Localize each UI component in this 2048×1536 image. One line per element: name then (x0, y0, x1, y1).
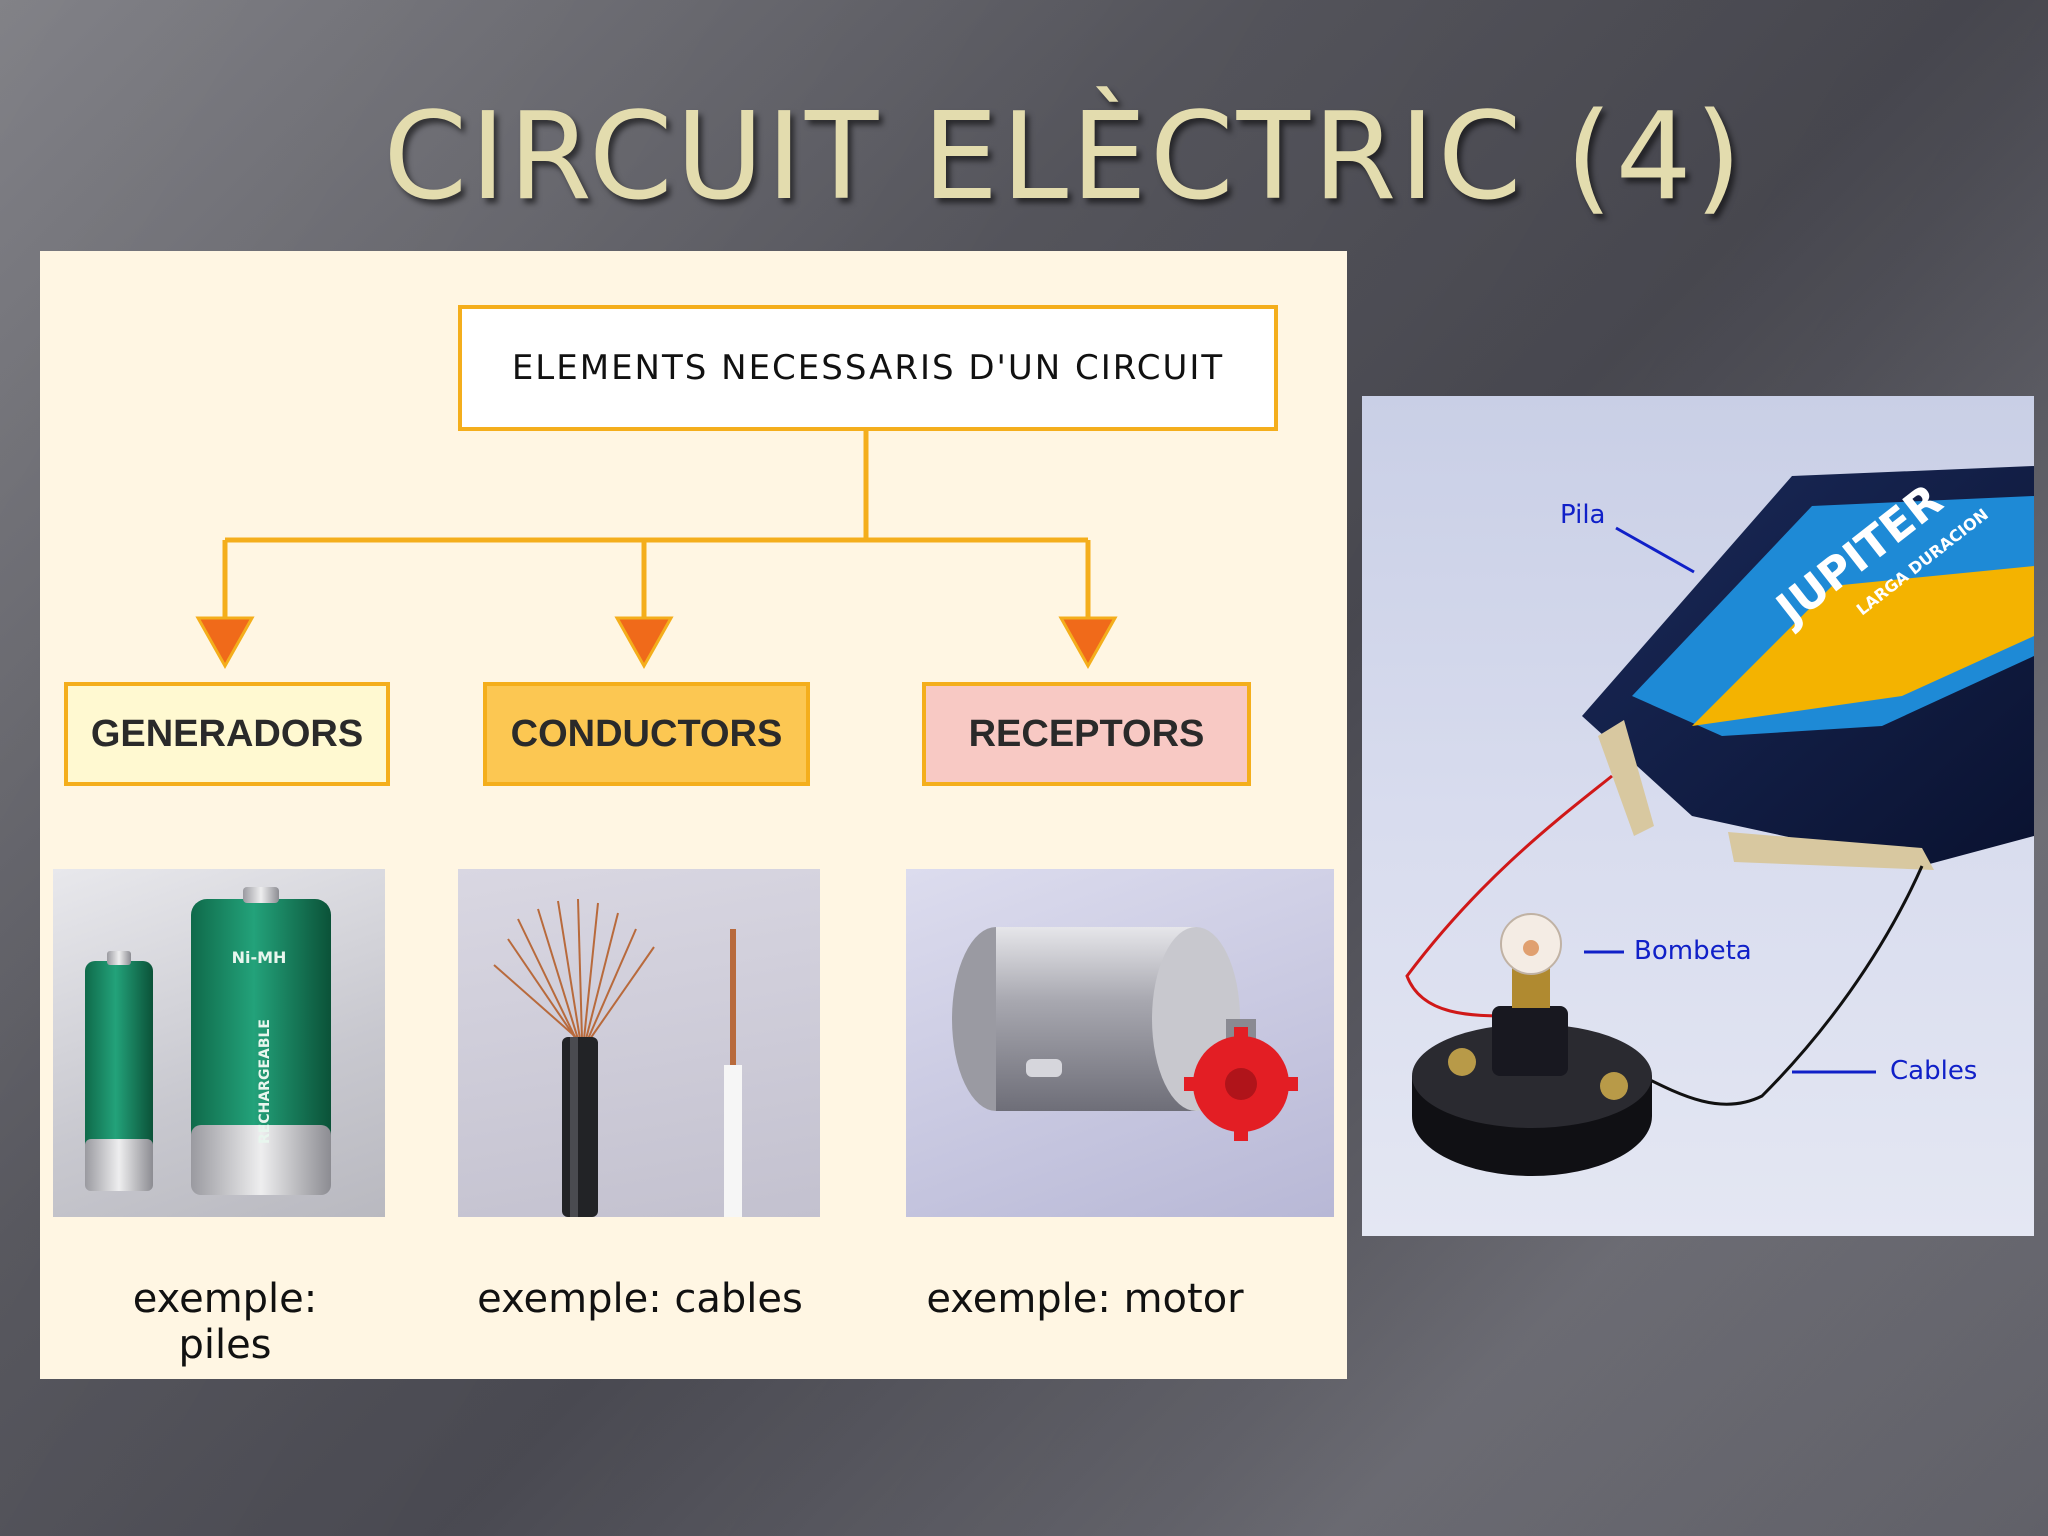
cables-illustration (493, 898, 742, 1217)
cables-photo (458, 869, 820, 1217)
category-conductors-label: CONDUCTORS (510, 712, 783, 755)
example-receptors: exemple: motor (926, 1276, 1244, 1322)
motor-illustration (952, 927, 1298, 1141)
circuit-photo: JUPITER LARGA DURACION Pila Bombeta Cabl… (1362, 396, 2034, 1236)
label-cables: Cables (1890, 1056, 1978, 1086)
label-pila: Pila (1560, 500, 1606, 530)
label-bombeta: Bombeta (1634, 936, 1752, 966)
diagram-header-label: ELEMENTS NECESSARIS D'UN CIRCUIT (511, 348, 1225, 388)
slide-title: CIRCUIT ELÈCTRIC (4) (383, 88, 1745, 227)
battery-nimh-text: Ni-MH (232, 948, 287, 967)
category-receptors-label: RECEPTORS (968, 712, 1205, 755)
label-line-pila (1615, 526, 1695, 574)
circuit-illustration: JUPITER LARGA DURACION (1405, 466, 2034, 1176)
example-conductors: exemple: cables (477, 1276, 803, 1322)
diagram-header-box: ELEMENTS NECESSARIS D'UN CIRCUIT (458, 305, 1278, 431)
category-generadors-label: GENERADORS (90, 712, 364, 755)
example-generadors: exemple: piles (132, 1276, 318, 1368)
category-receptors: RECEPTORS (922, 682, 1251, 786)
batteries-illustration: Ni-MH RECHARGEABLE (85, 887, 331, 1195)
battery-rechargeable-text: RECHARGEABLE (257, 1019, 273, 1144)
category-generadors: GENERADORS (64, 682, 390, 786)
motor-photo (906, 869, 1334, 1217)
category-conductors: CONDUCTORS (483, 682, 810, 786)
batteries-photo: Ni-MH RECHARGEABLE (53, 869, 385, 1217)
